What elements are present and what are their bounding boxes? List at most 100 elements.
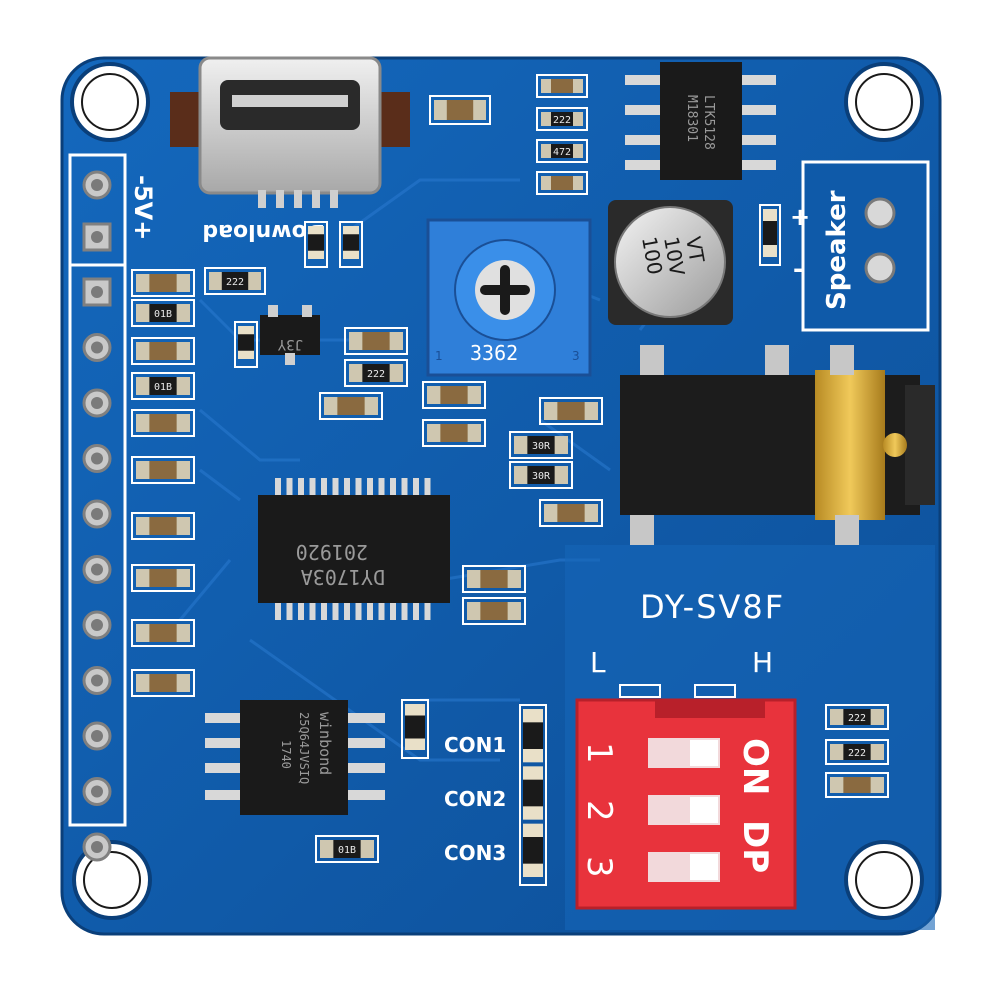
mounting-hole-icon xyxy=(70,62,150,142)
smd-outline xyxy=(509,431,573,459)
smd-body xyxy=(523,837,543,864)
resistor-code: 01B xyxy=(338,845,356,856)
chip-pin xyxy=(378,600,385,620)
smd-outline xyxy=(344,327,408,355)
header-pin-hole xyxy=(91,674,103,687)
switch-pos-1: 1 xyxy=(579,742,619,764)
smd-body xyxy=(149,624,177,642)
smd-body xyxy=(551,144,573,158)
flash-chip-line1: winbond xyxy=(316,712,334,775)
chip-pin xyxy=(332,600,339,620)
smd-outline xyxy=(536,107,588,131)
chip-pin xyxy=(309,600,316,620)
smd-outline xyxy=(234,321,258,368)
silk-area-speaker xyxy=(801,160,930,332)
smd-outline xyxy=(536,74,588,98)
chip-pin xyxy=(367,600,373,620)
smd-body xyxy=(843,709,871,725)
pot-label: 3362 xyxy=(470,341,518,365)
header-pin-hole xyxy=(91,730,103,742)
chip-pin xyxy=(413,600,419,620)
switch-pos-3: 3 xyxy=(579,856,619,878)
resistor-code: 01B xyxy=(154,382,172,393)
smd-outline xyxy=(131,337,195,365)
chip-pin xyxy=(298,600,304,620)
smd-body xyxy=(551,176,573,190)
flash-chip-line2: 25Q64JVSIQ xyxy=(297,712,311,784)
smd-body xyxy=(308,234,324,251)
smd-body xyxy=(763,221,777,245)
smd-outline xyxy=(422,381,486,409)
chip-pin xyxy=(309,478,316,498)
chip-pin xyxy=(344,600,350,620)
smd-outline xyxy=(509,461,573,489)
smd-outline xyxy=(539,397,603,425)
smd-body xyxy=(551,79,573,93)
connector-label-2: CON2 xyxy=(444,787,506,811)
header-pin-hole xyxy=(91,508,103,520)
terminal-screw-icon xyxy=(864,197,896,284)
power-header-label: -5V+ xyxy=(129,175,157,240)
switch-on-label: ON xyxy=(735,738,775,795)
dip-switch-icon: 1 2 3 ON DP xyxy=(575,684,797,910)
header-pin-hole xyxy=(91,841,103,853)
smd-outline xyxy=(422,419,486,447)
ic-chip-icon: DY1703A 201920 xyxy=(258,478,450,620)
smd-outline xyxy=(519,704,547,886)
smd-outline xyxy=(429,95,491,125)
smd-outline xyxy=(462,597,526,625)
mounting-hole-icon xyxy=(72,840,152,920)
smd-body xyxy=(362,332,390,350)
smd-body xyxy=(557,402,585,420)
switch-left-label: L xyxy=(590,646,606,679)
smd-outline xyxy=(759,204,781,266)
switch-right-label: H xyxy=(752,646,773,679)
amp-chip-line2: M18301 xyxy=(684,95,699,142)
smd-body xyxy=(527,466,555,484)
resistor-code: 222 xyxy=(848,713,866,724)
switch-dp-label: DP xyxy=(735,820,775,873)
smd-body xyxy=(149,414,177,432)
resistor-code: 30R xyxy=(532,471,551,482)
smd-outline xyxy=(131,409,195,437)
smd-body xyxy=(149,569,177,587)
amp-chip-line1: LTK5128 xyxy=(701,95,716,150)
smd-body xyxy=(149,461,177,479)
resistor-code: 222 xyxy=(367,369,385,380)
resistor-code: 01B xyxy=(154,309,172,320)
smd-body xyxy=(843,744,871,760)
header-pin-hole xyxy=(91,563,103,576)
header-pin-hole xyxy=(91,785,103,798)
smd-body xyxy=(405,715,425,739)
smd-body xyxy=(527,436,555,454)
smd-outline xyxy=(536,139,588,163)
chip-pin xyxy=(378,478,385,498)
chip-pin xyxy=(344,478,350,498)
smd-body xyxy=(238,334,254,351)
smd-outline xyxy=(131,564,195,592)
chip-pin xyxy=(286,478,293,498)
mounting-hole-icon xyxy=(844,840,924,920)
smd-outline xyxy=(536,171,588,195)
smd-outline xyxy=(319,392,383,420)
capacitor-icon: 100 10V VT xyxy=(608,200,733,325)
smd-body xyxy=(343,234,359,251)
resistor-code: 222 xyxy=(226,277,244,288)
smd-body xyxy=(221,272,249,290)
chip-pin xyxy=(275,478,281,498)
smd-body xyxy=(446,100,474,120)
smd-body xyxy=(480,602,508,620)
pot-pin1: 1 xyxy=(435,349,443,363)
pin-header-icon xyxy=(82,170,112,252)
smd-outline xyxy=(825,739,889,765)
smd-body xyxy=(480,570,508,588)
smd-body xyxy=(149,274,177,292)
pot-pin3: 3 xyxy=(572,349,580,363)
chip-pin xyxy=(275,600,281,620)
header-pin-hole xyxy=(91,452,103,465)
chip-pin xyxy=(321,478,327,498)
smd-outline xyxy=(131,619,195,647)
smd-body xyxy=(557,504,585,522)
